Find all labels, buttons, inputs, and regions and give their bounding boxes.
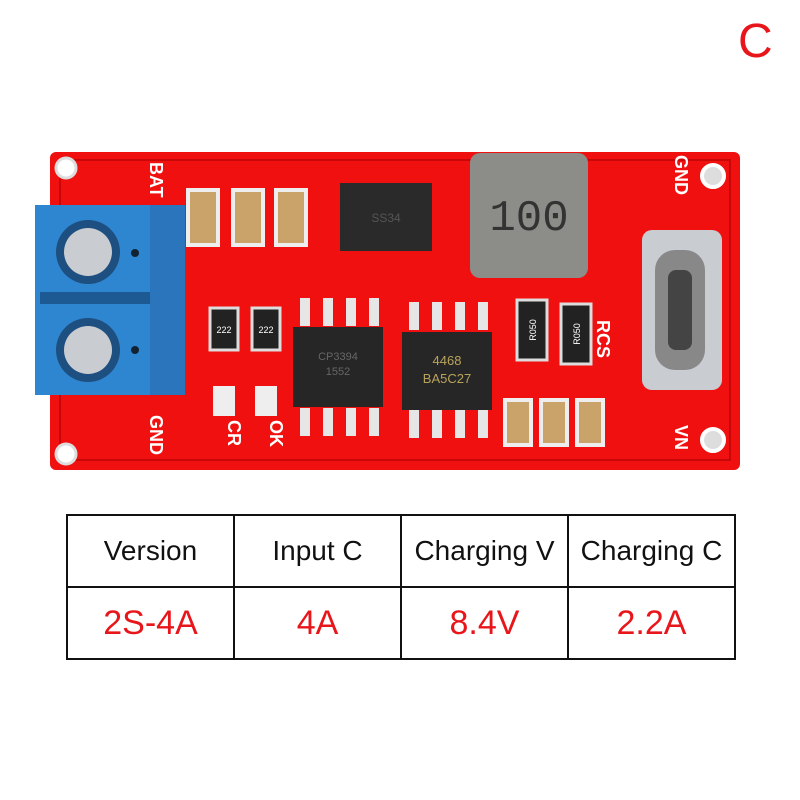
svg-text:BAT: BAT	[146, 162, 166, 198]
mount-hole	[700, 163, 726, 189]
value-version: 2S-4A	[66, 586, 235, 660]
resistors: 222 222 R050 R050	[208, 298, 593, 366]
spec-table: Version Input C Charging V Charging C 2S…	[66, 514, 736, 660]
pcb-board-image: SS34 100 CP3394 1552 4468 BA5C27 222 222…	[35, 152, 740, 470]
svg-text:SS34: SS34	[371, 211, 401, 225]
inductor	[470, 153, 588, 278]
variant-label: C	[738, 15, 773, 68]
usb-c-port	[642, 230, 722, 390]
svg-text:222: 222	[216, 325, 231, 335]
svg-text:GND: GND	[146, 415, 166, 455]
chip-right: 4468 BA5C27	[402, 332, 492, 410]
svg-text:BA5C27: BA5C27	[423, 371, 471, 386]
mount-hole	[54, 442, 78, 466]
svg-text:CR: CR	[224, 420, 244, 446]
svg-text:GND: GND	[671, 155, 691, 195]
svg-text:R050: R050	[528, 319, 538, 341]
value-charging-c: 2.2A	[567, 586, 736, 660]
led-cr	[213, 386, 235, 416]
svg-text:OK: OK	[266, 420, 286, 447]
mount-hole	[700, 427, 726, 453]
header-input-c: Input C	[233, 514, 402, 588]
chip-left: CP3394 1552	[293, 327, 383, 407]
svg-text:R050: R050	[572, 323, 582, 345]
header-charging-v: Charging V	[400, 514, 569, 588]
svg-text:100: 100	[489, 194, 568, 244]
svg-text:VN: VN	[671, 425, 691, 450]
svg-text:1552: 1552	[326, 366, 350, 378]
terminal-block	[35, 205, 185, 395]
mount-hole	[54, 156, 78, 180]
svg-text:222: 222	[258, 325, 273, 335]
capacitors	[186, 188, 605, 447]
value-input-c: 4A	[233, 586, 402, 660]
header-charging-c: Charging C	[567, 514, 736, 588]
led-ok	[255, 386, 277, 416]
table-row: 2S-4A 4A 8.4V 2.2A	[66, 586, 736, 660]
table-header-row: Version Input C Charging V Charging C	[66, 514, 736, 588]
svg-text:RCS: RCS	[593, 320, 613, 358]
value-charging-v: 8.4V	[400, 586, 569, 660]
header-version: Version	[66, 514, 235, 588]
diode	[340, 183, 432, 251]
svg-text:4468: 4468	[433, 353, 462, 368]
svg-text:CP3394: CP3394	[318, 351, 358, 363]
